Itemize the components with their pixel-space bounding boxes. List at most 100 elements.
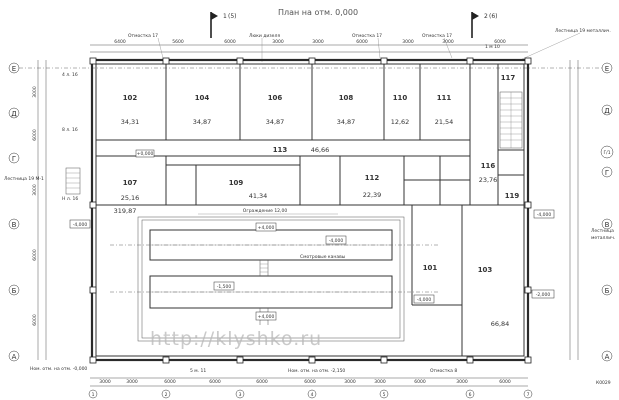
svg-text:104: 104 bbox=[195, 94, 210, 102]
left-annotations: 4 л. 16 8 л. 16 Лестница 19 М-1 Н л. 16 bbox=[4, 72, 78, 202]
svg-text:12,62: 12,62 bbox=[391, 118, 410, 126]
svg-text:3: 3 bbox=[239, 392, 242, 398]
svg-text:5600: 5600 bbox=[172, 39, 184, 45]
svg-text:2: 2 bbox=[165, 392, 168, 398]
svg-text:3000: 3000 bbox=[442, 39, 454, 45]
svg-text:3000: 3000 bbox=[272, 39, 284, 45]
room-103: 103 66,84 bbox=[478, 266, 510, 328]
svg-text:7: 7 bbox=[527, 392, 530, 398]
svg-text:3000: 3000 bbox=[32, 86, 38, 98]
svg-text:3000: 3000 bbox=[99, 379, 111, 385]
svg-text:Отмостка 17: Отмостка 17 bbox=[128, 33, 158, 39]
room-104: 104 34,87 bbox=[193, 94, 212, 126]
svg-text:Ограждение 12,00: Ограждение 12,00 bbox=[243, 208, 288, 214]
svg-text:6000: 6000 bbox=[164, 379, 176, 385]
svg-text:6000: 6000 bbox=[256, 379, 268, 385]
svg-text:117: 117 bbox=[501, 74, 516, 82]
svg-text:Ном. отм. на отм. -2,150: Ном. отм. на отм. -2,150 bbox=[288, 368, 345, 374]
axis-row-E: Е Е bbox=[8, 62, 613, 74]
row-axes: Е Е Д Д Г Г/1 Г В В Б Б bbox=[8, 62, 614, 362]
room-111: 111 21,54 bbox=[435, 94, 454, 126]
axis-row-B: Б Б bbox=[8, 284, 613, 296]
room-116: 116 23,76 bbox=[479, 162, 498, 184]
svg-text:3000: 3000 bbox=[402, 39, 414, 45]
svg-text:46,66: 46,66 bbox=[311, 146, 330, 154]
svg-text:4 л. 16: 4 л. 16 bbox=[62, 72, 78, 78]
svg-text:119: 119 bbox=[505, 192, 520, 200]
svg-text:103: 103 bbox=[478, 266, 493, 274]
svg-text:101: 101 bbox=[423, 264, 438, 272]
svg-text:6000: 6000 bbox=[32, 314, 38, 326]
dimension-chain-top: 6400 5600 6000 3000 3000 6000 3000 3000 … bbox=[90, 39, 528, 53]
svg-text:3000: 3000 bbox=[344, 379, 356, 385]
section-mark-2: 2 (6) bbox=[471, 12, 498, 38]
svg-text:-4,000: -4,000 bbox=[537, 212, 552, 218]
svg-text:6: 6 bbox=[469, 392, 472, 398]
svg-text:-4,000: -4,000 bbox=[417, 297, 432, 303]
svg-text:106: 106 bbox=[268, 94, 283, 102]
svg-text:102: 102 bbox=[123, 94, 138, 102]
svg-text:(6): (6) bbox=[489, 13, 498, 20]
stair-left-external bbox=[65, 167, 81, 195]
svg-text:319,87: 319,87 bbox=[114, 207, 137, 215]
room-106: 106 34,87 bbox=[266, 94, 285, 126]
inspection-pits bbox=[110, 216, 440, 342]
svg-text:6400: 6400 bbox=[114, 39, 126, 45]
svg-text:Г/1: Г/1 bbox=[603, 150, 610, 156]
svg-text:А: А bbox=[12, 353, 17, 361]
svg-text:+0,000: +0,000 bbox=[137, 151, 154, 157]
svg-text:2: 2 bbox=[484, 13, 488, 20]
svg-text:8 л. 16: 8 л. 16 bbox=[62, 127, 78, 133]
svg-text:Б: Б bbox=[12, 287, 17, 295]
dimension-chain-right bbox=[569, 60, 579, 360]
svg-text:5: 5 bbox=[383, 392, 386, 398]
svg-text:6000: 6000 bbox=[32, 249, 38, 261]
room-108: 108 34,87 bbox=[337, 94, 356, 126]
room-109: 109 41,34 bbox=[229, 179, 268, 200]
drawing-stamp: К0029 bbox=[596, 380, 611, 386]
svg-text:Г: Г bbox=[12, 155, 16, 163]
svg-text:+4,000: +4,000 bbox=[258, 314, 275, 320]
svg-text:металлич.: металлич. bbox=[591, 236, 615, 241]
axis-row-G: Г Г/1 Г bbox=[8, 145, 614, 178]
svg-text:Ном. отм. на отм. -0,000: Ном. отм. на отм. -0,000 bbox=[30, 366, 87, 372]
axis-row-A: А А bbox=[8, 350, 613, 362]
dimension-chain-left: 3000 6000 3000 6000 6000 bbox=[32, 60, 47, 360]
svg-text:Д: Д bbox=[11, 110, 17, 118]
svg-text:66,84: 66,84 bbox=[491, 320, 510, 328]
room-113: 113 46,66 bbox=[273, 146, 330, 154]
svg-text:В: В bbox=[605, 221, 610, 229]
watermark: http://klyshko.ru bbox=[150, 328, 322, 350]
svg-text:3000: 3000 bbox=[32, 184, 38, 196]
axis-row-V: В В bbox=[8, 218, 613, 230]
svg-text:112: 112 bbox=[365, 174, 380, 182]
svg-text:41,34: 41,34 bbox=[249, 192, 268, 200]
svg-text:-4,000: -4,000 bbox=[73, 222, 88, 228]
svg-text:(5): (5) bbox=[228, 13, 237, 20]
svg-text:-1,500: -1,500 bbox=[217, 284, 232, 290]
svg-text:116: 116 bbox=[481, 162, 496, 170]
room-110: 110 12,62 bbox=[391, 94, 410, 126]
svg-text:3000: 3000 bbox=[456, 379, 468, 385]
svg-text:Отмостка 8: Отмостка 8 bbox=[430, 368, 457, 374]
svg-text:110: 110 bbox=[393, 94, 408, 102]
svg-text:1: 1 bbox=[223, 13, 227, 20]
svg-text:3000: 3000 bbox=[126, 379, 138, 385]
svg-text:34,31: 34,31 bbox=[121, 118, 140, 126]
svg-text:6000: 6000 bbox=[414, 379, 426, 385]
svg-text:Смотровые канавы: Смотровые канавы bbox=[300, 254, 346, 260]
svg-text:+4,000: +4,000 bbox=[258, 225, 275, 231]
svg-text:3000: 3000 bbox=[312, 39, 324, 45]
svg-text:3000: 3000 bbox=[374, 379, 386, 385]
svg-text:107: 107 bbox=[123, 179, 138, 187]
svg-text:Люки дизеля: Люки дизеля bbox=[249, 33, 280, 39]
svg-text:111: 111 bbox=[437, 94, 452, 102]
right-annotations: Лестница металлич. bbox=[591, 228, 615, 241]
room-119: 119 bbox=[505, 192, 520, 200]
svg-text:А: А bbox=[605, 353, 610, 361]
svg-text:21,54: 21,54 bbox=[435, 118, 454, 126]
center-annotations: Смотровые канавы Ограждение 12,00 bbox=[198, 208, 346, 260]
svg-text:34,87: 34,87 bbox=[266, 118, 285, 126]
svg-text:6000: 6000 bbox=[209, 379, 221, 385]
